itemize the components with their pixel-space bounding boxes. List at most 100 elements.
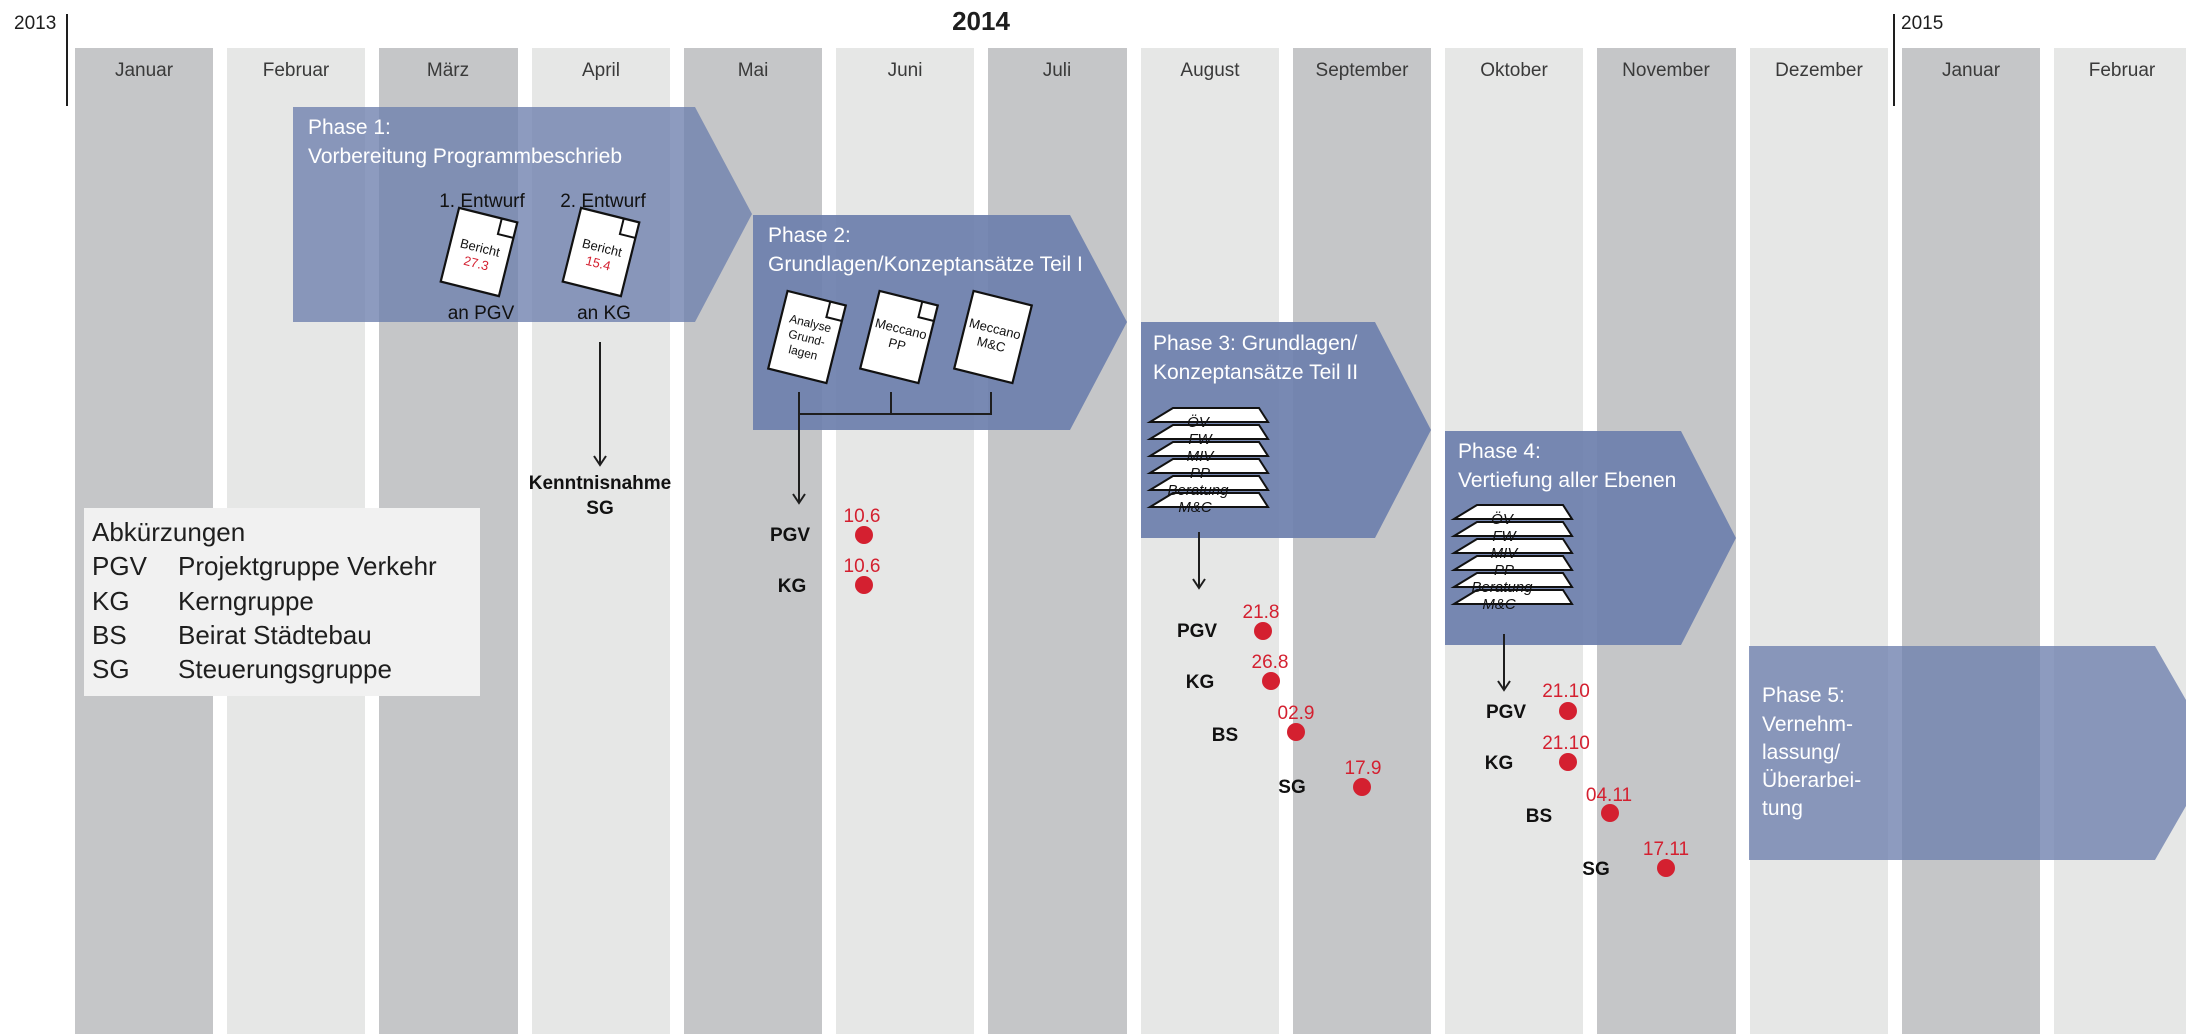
layer-label: ÖV [1187, 413, 1211, 431]
phase-3-subtitle: Konzeptansätze Teil II [1153, 361, 1358, 384]
month-col-6 [988, 48, 1127, 1034]
recipient-label: an PGV [448, 303, 515, 324]
milestone-date: 17.11 [1643, 839, 1689, 860]
year-label-next: 2015 [1901, 13, 1943, 34]
month-col-11 [1750, 48, 1888, 1034]
layer-label: MIV [1491, 545, 1520, 562]
milestone-dot [1254, 622, 1272, 640]
milestone-dot [1287, 723, 1305, 741]
report-document-2: Bericht 15.4 [561, 206, 641, 298]
milestone-dot [1559, 753, 1577, 771]
milestone-dot [855, 576, 873, 594]
report-date: 27.3 [462, 253, 490, 274]
milestone-group-label: BS [1212, 725, 1238, 746]
month-label: Juli [1043, 60, 1072, 81]
svg-text:lagen: lagen [787, 342, 819, 363]
milestone-group-label: PGV [1486, 702, 1526, 723]
layer-label: MIV [1187, 448, 1216, 465]
milestones: PGV 10.6 KG 10.6 PGV 21.8 KG 26.8 BS 02.… [770, 506, 1689, 880]
legend-box [84, 508, 480, 696]
milestone-dot [1657, 859, 1675, 877]
phase-4-subtitle: Vertiefung aller Ebenen [1458, 469, 1676, 492]
acknowledgement-group: SG [586, 498, 613, 519]
month-col-8 [1293, 48, 1431, 1034]
legend-text: Beirat Städtebau [178, 620, 372, 650]
phase-5-title: Phase 5: [1762, 684, 1845, 707]
legend-abbr: KG [92, 586, 130, 616]
bracket-connector [798, 392, 992, 415]
milestone-dot [1353, 778, 1371, 796]
acknowledgement-label: Kenntnisnahme [529, 473, 672, 494]
svg-text:PP: PP [887, 335, 907, 354]
month-col-12 [1902, 48, 2040, 1034]
phase-5-line: Vernehm- [1762, 713, 1853, 736]
month-label: Mai [738, 60, 769, 81]
legend-abbr: BS [92, 620, 127, 650]
meccano-pp-document: Meccano PP [858, 289, 940, 385]
milestone-group-label: KG [1485, 753, 1514, 774]
phase-4-title: Phase 4: [1458, 440, 1541, 463]
month-label: Januar [1942, 60, 2001, 81]
month-col-7 [1141, 48, 1279, 1034]
month-label: April [582, 60, 620, 81]
layer-label: Beratung [1472, 579, 1534, 596]
layer-label: FW [1492, 528, 1517, 545]
phase-5-arrow [1749, 646, 2186, 860]
draft-1-label: 1. Entwurf [439, 191, 525, 212]
month-label: Februar [2089, 60, 2156, 81]
milestone-date: 02.9 [1278, 703, 1315, 724]
milestone-date: 21.8 [1243, 602, 1280, 623]
month-label: September [1316, 60, 1410, 81]
phase-1-title: Phase 1: [308, 116, 391, 139]
milestone-dot [1601, 804, 1619, 822]
milestone-date: 17.9 [1345, 758, 1382, 779]
layer-label: M&C [1178, 499, 1212, 516]
milestone-dot [1262, 672, 1280, 690]
milestone-date: 10.6 [844, 556, 881, 577]
month-label: Dezember [1775, 60, 1863, 81]
layer-label: Beratung [1168, 482, 1230, 499]
phase-1-subtitle: Vorbereitung Programmbeschrieb [308, 145, 622, 168]
milestone-date: 04.11 [1586, 785, 1632, 806]
legend-text: Kerngruppe [178, 586, 314, 616]
phase-5-line: Überarbei- [1762, 769, 1861, 792]
layer-stack-phase-4: ÖV FW MIV PP Beratung M&C [1450, 504, 1574, 692]
milestone-date: 26.8 [1252, 652, 1289, 673]
phase-2-title: Phase 2: [768, 224, 851, 247]
month-label: Januar [115, 60, 174, 81]
milestone-group-label: PGV [1177, 621, 1217, 642]
legend-title: Abkürzungen [92, 517, 245, 547]
phase-3-title: Phase 3: Grundlagen/ [1153, 332, 1357, 355]
legend-abbr: SG [92, 654, 130, 684]
milestone-group-label: SG [1582, 859, 1609, 880]
layer-label: PP [1494, 562, 1514, 579]
milestone-group-label: KG [778, 576, 807, 597]
layer-stack-phase-3: ÖV FW MIV PP Beratung M&C [1146, 407, 1270, 590]
svg-text:M&C: M&C [975, 334, 1007, 356]
milestone-date: 21.10 [1542, 733, 1590, 754]
phase-titles: Phase 1: Vorbereitung Programmbeschrieb … [308, 116, 1861, 820]
phase-5-line: lassung/ [1762, 741, 1840, 764]
legend-text: Steuerungsgruppe [178, 654, 392, 684]
phase-5-line: tung [1762, 797, 1803, 820]
meccano-mc-document: Meccano M&C [952, 289, 1034, 385]
milestone-group-label: BS [1526, 806, 1552, 827]
month-col-5 [836, 48, 974, 1034]
month-label: Februar [263, 60, 330, 81]
month-label: Oktober [1480, 60, 1548, 81]
month-col-13 [2054, 48, 2186, 1034]
report-document-1: Bericht 27.3 [439, 206, 519, 298]
phase-2-arrow [753, 215, 1127, 430]
report-date: 15.4 [584, 253, 612, 274]
legend: Abkürzungen PGV Projektgruppe Verkehr KG… [84, 508, 480, 696]
year-label-prev: 2013 [14, 13, 56, 34]
phase-1-arrow [293, 107, 752, 322]
layer-label: ÖV [1491, 510, 1515, 528]
milestone-group-label: SG [1278, 777, 1305, 798]
milestone-dot [1559, 702, 1577, 720]
month-label: August [1180, 60, 1240, 81]
milestone-group-label: PGV [770, 525, 810, 546]
year-markers: 2013 2014 2015 [14, 6, 1943, 106]
